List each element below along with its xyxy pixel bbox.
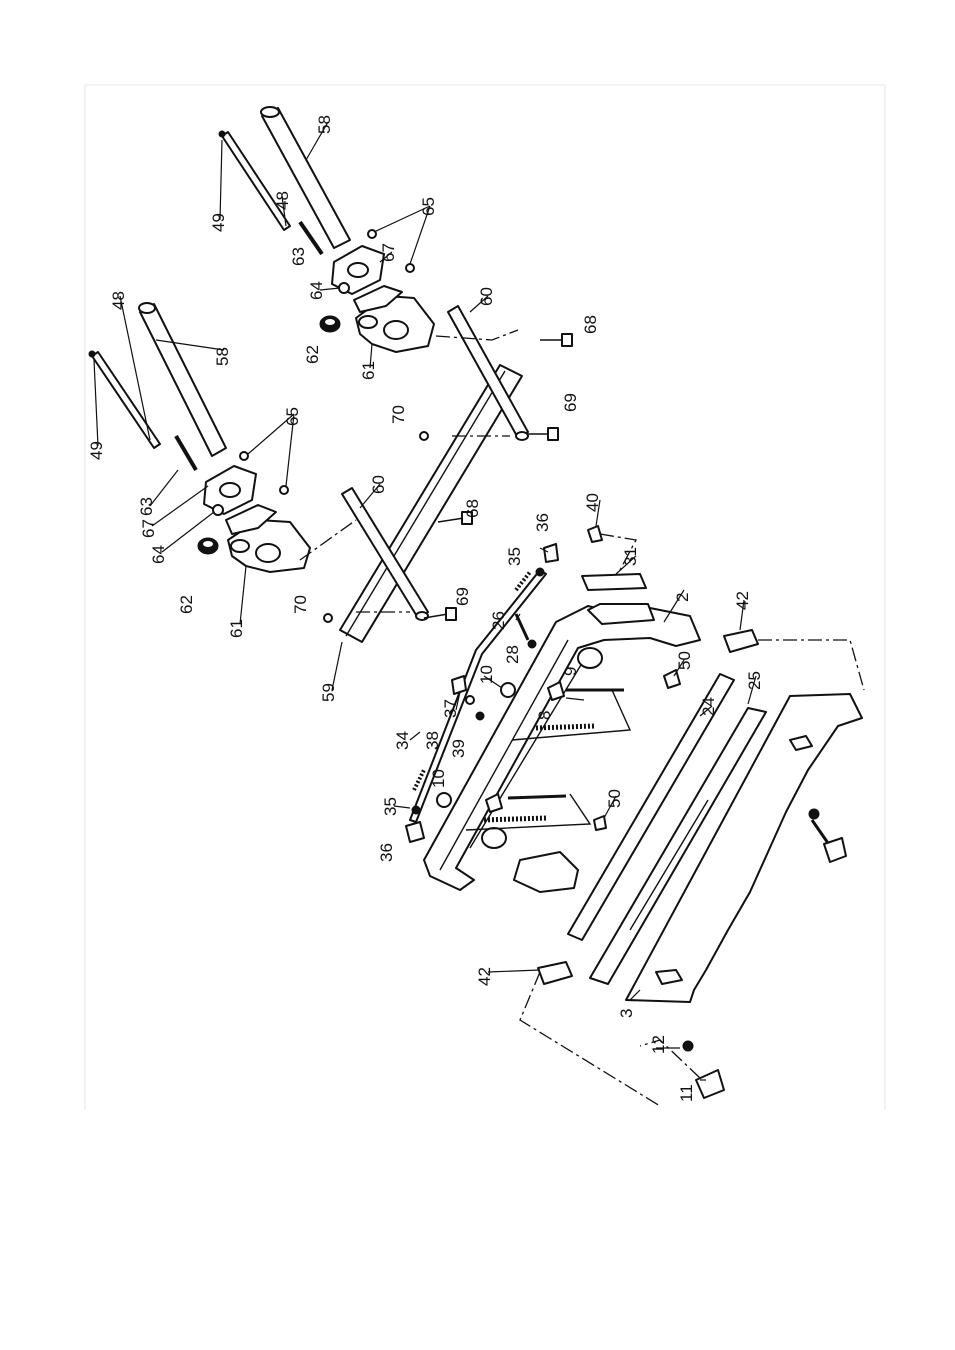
label-10-lower: 10 bbox=[429, 769, 448, 788]
label-36-right: 36 bbox=[533, 513, 552, 532]
lower-plate-assembly bbox=[406, 526, 864, 1106]
nut-64-left bbox=[213, 505, 223, 515]
nut-35-left bbox=[412, 806, 420, 814]
shaft-48-left bbox=[92, 352, 160, 448]
label-62-left: 62 bbox=[177, 595, 196, 614]
label-37: 37 bbox=[441, 699, 460, 718]
label-26: 26 bbox=[489, 611, 508, 630]
label-48-left: 48 bbox=[109, 291, 128, 310]
label-63-right: 63 bbox=[289, 247, 308, 266]
pin-49-left bbox=[89, 351, 95, 357]
label-50-right: 50 bbox=[675, 651, 694, 670]
label-64-left: 64 bbox=[149, 545, 168, 564]
pin-50-right bbox=[664, 670, 680, 688]
label-70-right: 70 bbox=[389, 405, 408, 424]
spring-63-left bbox=[176, 436, 196, 470]
label-58-right: 58 bbox=[315, 115, 334, 134]
label-70-left: 70 bbox=[291, 595, 310, 614]
label-31: 31 bbox=[621, 547, 640, 566]
bolt-40 bbox=[588, 526, 602, 542]
label-11: 11 bbox=[677, 1084, 696, 1102]
label-68-left: 68 bbox=[463, 499, 482, 518]
screw-65-b bbox=[280, 486, 288, 494]
label-36-left: 36 bbox=[377, 843, 396, 862]
label-42-left: 42 bbox=[475, 967, 494, 986]
bolt-11 bbox=[696, 1070, 724, 1098]
label-67-right: 67 bbox=[379, 243, 398, 262]
label-35-right: 35 bbox=[505, 547, 524, 566]
label-12: 12 bbox=[649, 1035, 668, 1054]
bolt-37 bbox=[452, 676, 466, 694]
label-2: 2 bbox=[673, 593, 692, 602]
label-3: 3 bbox=[617, 1009, 636, 1018]
nut-39 bbox=[476, 712, 484, 720]
bracket-61-right bbox=[354, 286, 434, 352]
bolt-68-right bbox=[540, 334, 572, 346]
pin-49-right bbox=[219, 131, 225, 137]
frame-tube-59 bbox=[340, 365, 522, 642]
bearing-plate-67-left bbox=[204, 466, 256, 514]
label-69-left: 69 bbox=[453, 587, 472, 606]
pin-42-right bbox=[724, 630, 758, 652]
washer-38 bbox=[466, 696, 474, 704]
label-34: 34 bbox=[393, 731, 412, 750]
bolt-blade-right bbox=[809, 809, 846, 862]
screw-65-a bbox=[240, 452, 248, 460]
label-67-left: 67 bbox=[139, 519, 158, 538]
label-9: 9 bbox=[561, 667, 580, 676]
block-31 bbox=[582, 574, 646, 590]
label-49-right: 49 bbox=[209, 213, 228, 232]
nut-35-right bbox=[536, 568, 544, 576]
bolt-69-left bbox=[424, 608, 456, 620]
screw-70-left bbox=[324, 614, 332, 622]
label-39: 39 bbox=[449, 739, 468, 758]
screw-65-d bbox=[406, 264, 414, 272]
label-60-left: 60 bbox=[369, 475, 388, 494]
knob-62-right bbox=[320, 316, 340, 332]
washer-28 bbox=[528, 640, 536, 648]
label-69-right: 69 bbox=[561, 393, 580, 412]
washer-12 bbox=[683, 1041, 693, 1051]
clevis-36-left bbox=[406, 822, 424, 842]
screw-70-right bbox=[420, 432, 428, 440]
label-8: 8 bbox=[535, 711, 554, 720]
label-62-right: 62 bbox=[303, 345, 322, 364]
label-38: 38 bbox=[423, 731, 442, 750]
label-24: 24 bbox=[699, 697, 718, 716]
knob-62-left bbox=[198, 538, 218, 554]
label-63-left: 63 bbox=[137, 497, 156, 516]
label-68-right: 68 bbox=[581, 315, 600, 334]
label-10-upper: 10 bbox=[477, 665, 496, 684]
pin-42-left bbox=[538, 962, 572, 984]
label-61-left: 61 bbox=[227, 619, 246, 638]
label-59: 59 bbox=[319, 683, 338, 702]
label-28: 28 bbox=[503, 645, 522, 664]
nut-64-right bbox=[339, 283, 349, 293]
label-61-right: 61 bbox=[359, 361, 378, 380]
bolt-69-right bbox=[528, 428, 558, 440]
bracket-61-left bbox=[226, 505, 310, 572]
label-64-right: 64 bbox=[307, 281, 326, 300]
label-49-left: 49 bbox=[87, 441, 106, 460]
clevis-36-right bbox=[544, 544, 558, 562]
